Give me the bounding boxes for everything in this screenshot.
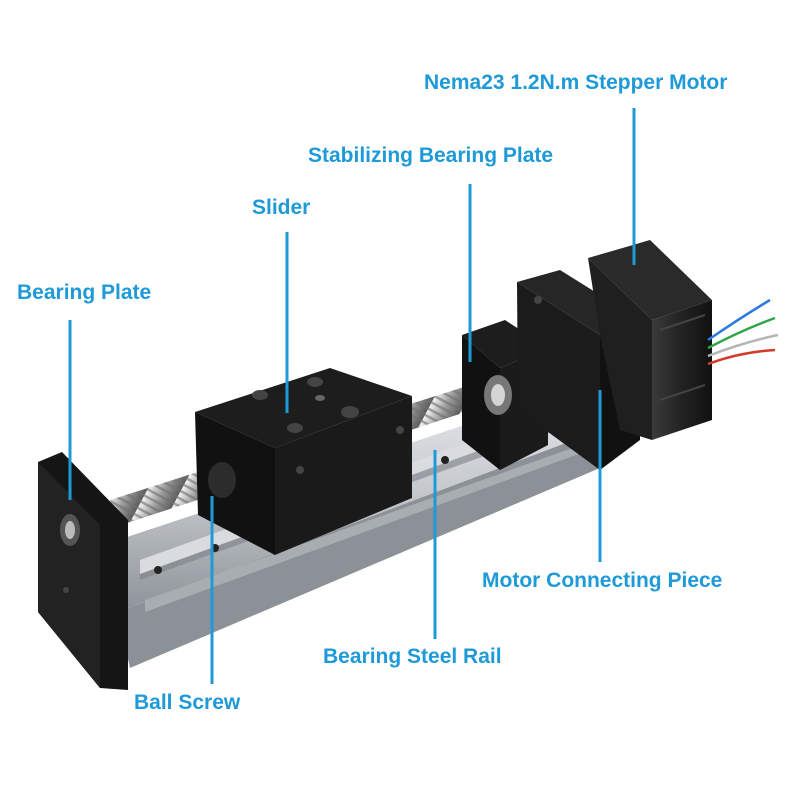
label-bearing-plate: Bearing Plate	[17, 281, 152, 304]
slider-block	[195, 368, 412, 555]
label-motor-connecting-piece: Motor Connecting Piece	[482, 569, 723, 592]
label-slider: Slider	[252, 196, 311, 219]
label-ball-screw: Ball Screw	[134, 691, 241, 714]
bearing-plate	[38, 452, 128, 690]
label-stabilizing-bearing-plate: Stabilizing Bearing Plate	[308, 144, 554, 167]
stepper-motor	[588, 240, 712, 440]
motor-wires	[707, 298, 779, 366]
label-stepper-motor: Nema23 1.2N.m Stepper Motor	[424, 71, 728, 94]
leader-lines	[68, 108, 636, 684]
label-bearing-steel-rail: Bearing Steel Rail	[323, 645, 502, 668]
